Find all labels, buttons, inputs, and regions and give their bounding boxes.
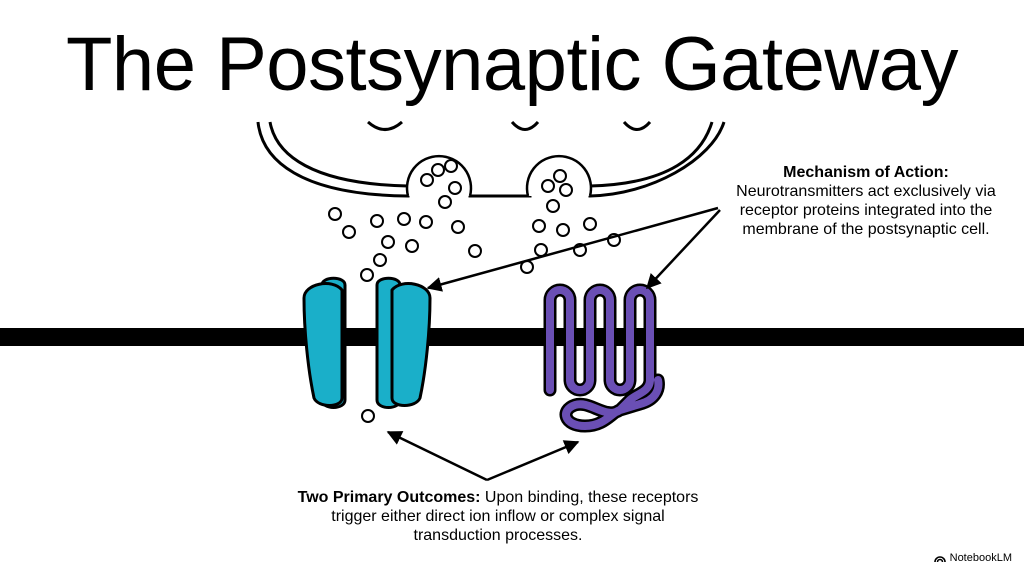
notebooklm-logo-icon <box>933 556 946 563</box>
gpcr-receptor <box>543 283 665 433</box>
arrow-outcome-right <box>486 440 580 482</box>
mechanism-text: Neurotransmitters act exclusively via re… <box>736 183 996 238</box>
annotation-arrows <box>386 206 721 482</box>
postsynaptic-membrane <box>0 328 1024 346</box>
ion-channel-receptor <box>302 276 432 409</box>
arrow-to-gpcr <box>645 209 721 290</box>
neurotransmitter-molecules <box>328 159 621 423</box>
arrow-to-ion-channel <box>426 206 719 292</box>
brand-label: NotebookLM <box>949 552 1012 564</box>
mechanism-callout: Mechanism of Action: Neurotransmitters a… <box>726 163 1006 239</box>
presynaptic-terminal <box>256 120 726 198</box>
arrow-outcome-left <box>386 430 488 482</box>
page-title: The Postsynaptic Gateway <box>66 22 958 107</box>
outcomes-heading: Two Primary Outcomes: <box>297 489 481 506</box>
outcomes-text: Upon binding, these receptors trigger ei… <box>331 489 699 544</box>
mechanism-heading: Mechanism of Action: <box>783 164 949 181</box>
brand-watermark: NotebookLM <box>933 552 1012 564</box>
outcomes-callout: Two Primary Outcomes: Upon binding, thes… <box>288 488 708 545</box>
